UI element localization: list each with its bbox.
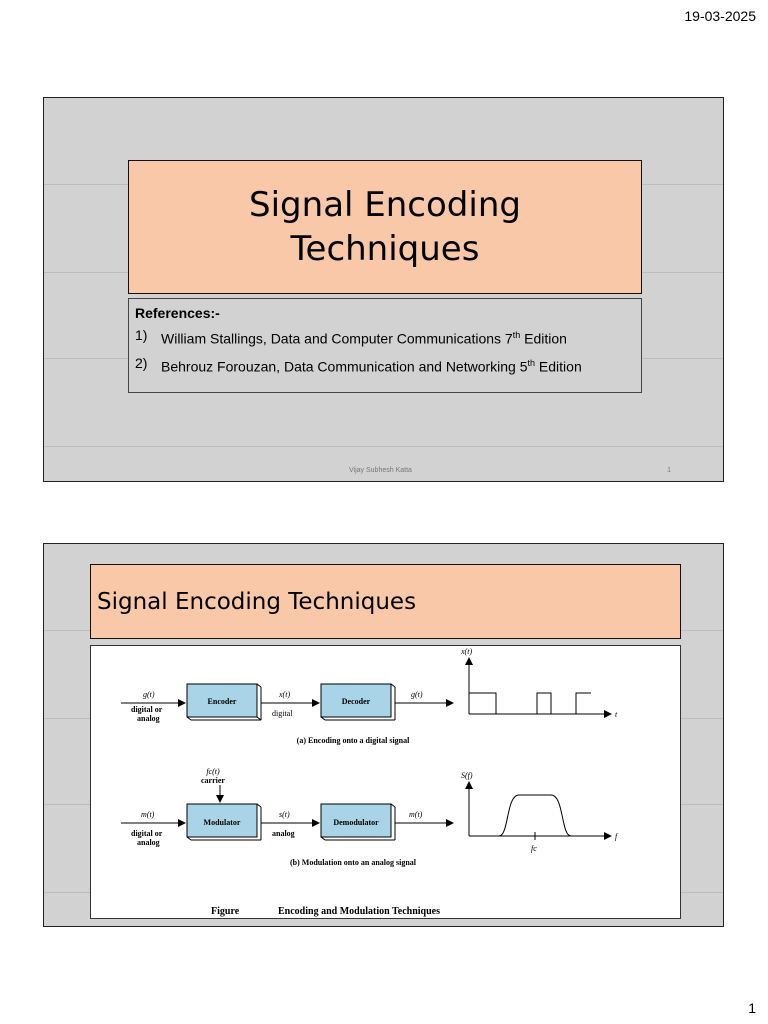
title-line-1: Signal Encoding (249, 185, 521, 225)
page-date: 19-03-2025 (684, 8, 756, 24)
footer-author: Vijay Subhesh Katta (349, 467, 412, 474)
svg-text:digital or: digital or (131, 705, 163, 714)
demodulator-block: Demodulator (320, 803, 396, 841)
svg-text:g(t): g(t) (411, 690, 423, 699)
reference-item: 2) Behrouz Forouzan, Data Communication … (135, 354, 582, 375)
svg-text:g(t): g(t) (143, 690, 155, 699)
references-heading: References:- (135, 305, 220, 321)
slide-1-title: Signal Encoding Techniques (128, 160, 642, 294)
diagram-b: fc(t) carrier m(t) digital or analog Mod… (121, 767, 619, 867)
svg-text:t: t (615, 710, 618, 719)
svg-text:digital: digital (272, 709, 293, 718)
svg-text:Encoder: Encoder (208, 697, 237, 706)
figure-caption-prefix: Figure (211, 906, 240, 917)
svg-text:m(t): m(t) (141, 810, 155, 819)
reference-item: 1) William Stallings, Data and Computer … (135, 327, 567, 347)
svg-text:x(t): x(t) (460, 647, 472, 656)
svg-text:fc: fc (531, 844, 537, 853)
slide-2-title: Signal Encoding Techniques (90, 564, 681, 639)
svg-text:analog: analog (272, 829, 295, 838)
svg-text:Decoder: Decoder (342, 697, 371, 706)
digital-waveform-graph: x(t) t (460, 647, 618, 719)
svg-text:f: f (615, 832, 619, 841)
slide-1: Signal Encoding Techniques References:- … (43, 97, 724, 482)
svg-text:analog: analog (137, 838, 160, 847)
svg-text:Modulator: Modulator (204, 818, 241, 827)
svg-text:fc(t): fc(t) (206, 767, 220, 776)
svg-text:s(t): s(t) (279, 810, 290, 819)
svg-text:S(f): S(f) (461, 771, 473, 780)
svg-text:(a) Encoding onto a digital si: (a) Encoding onto a digital signal (297, 736, 410, 745)
svg-text:x(t): x(t) (278, 690, 290, 699)
diagram-a: g(t) digital or analog Encoder x(t) digi… (121, 647, 618, 745)
svg-text:analog: analog (137, 714, 160, 723)
footer-slide-number: 1 (667, 467, 671, 474)
encoding-modulation-figure: g(t) digital or analog Encoder x(t) digi… (90, 645, 681, 919)
figure-caption-title: Encoding and Modulation Techniques (278, 906, 440, 917)
svg-text:(b) Modulation onto an analog: (b) Modulation onto an analog signal (290, 858, 417, 867)
svg-text:digital or: digital or (131, 829, 163, 838)
svg-text:m(t): m(t) (409, 810, 423, 819)
decoder-block: Decoder (320, 683, 396, 721)
page-number: 1 (748, 1000, 756, 1016)
svg-text:carrier: carrier (201, 776, 225, 785)
references-box: References:- 1) William Stallings, Data … (128, 298, 642, 393)
modulator-block: Modulator (186, 803, 262, 841)
spectrum-graph: S(f) f fc (461, 771, 619, 853)
encoder-block: Encoder (186, 683, 262, 721)
svg-text:Demodulator: Demodulator (333, 818, 379, 827)
slide-2: Signal Encoding Techniques g(t) digital … (43, 543, 724, 927)
title-line-2: Techniques (290, 229, 480, 269)
